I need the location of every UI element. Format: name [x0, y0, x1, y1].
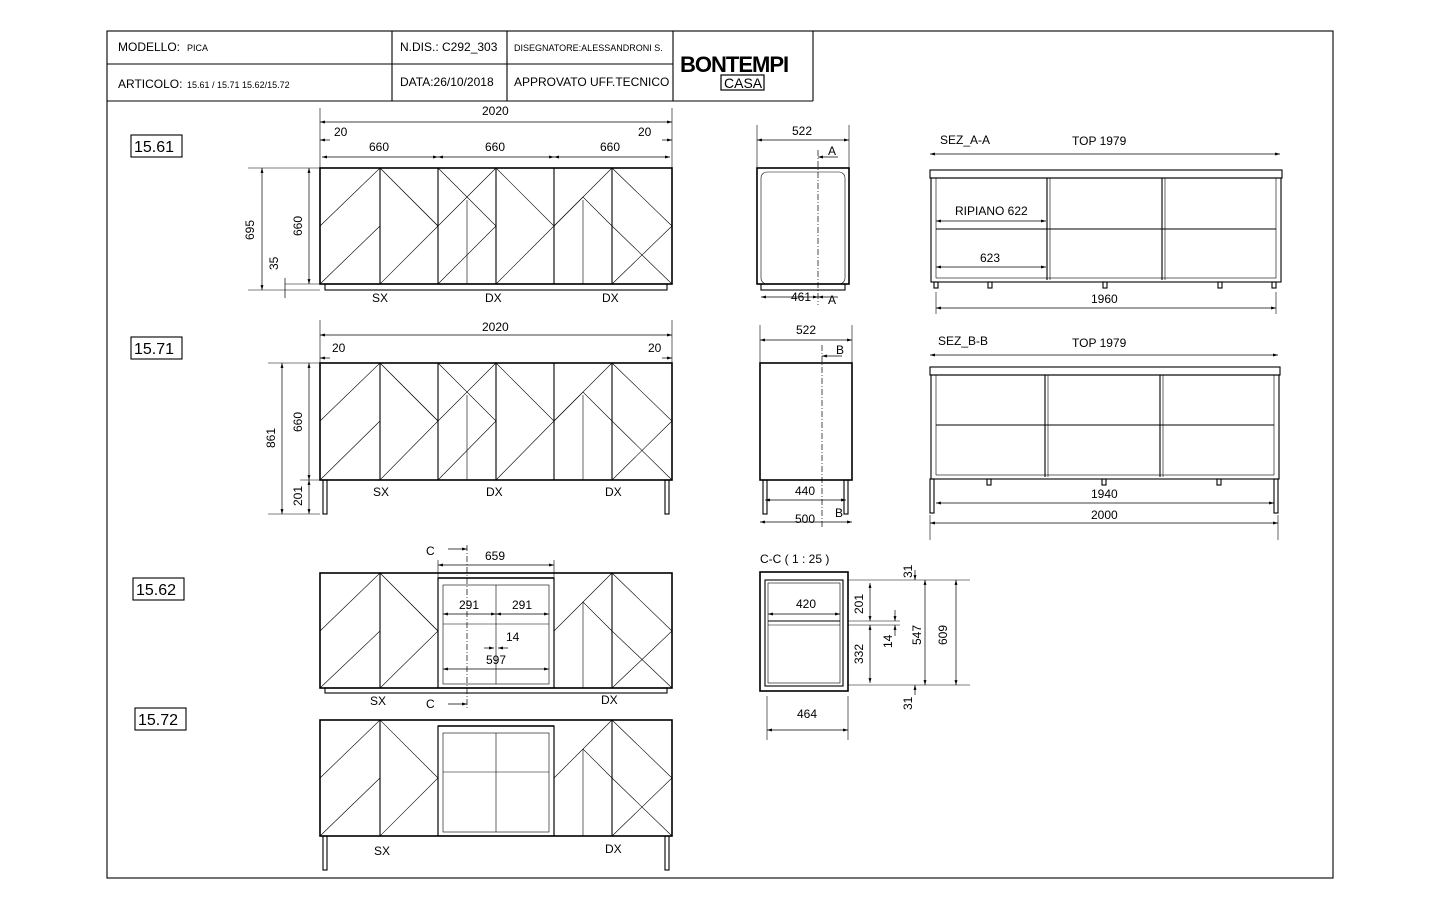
- front-view-1572: SX DX: [319, 719, 673, 871]
- dim-1562-inner: 597: [486, 653, 506, 667]
- dim-a-depth: 522: [792, 124, 812, 138]
- front-view-1561: 2020 20 20 660 660 660 695 660 35 SX DX …: [243, 104, 673, 305]
- dim-b-depth: 522: [796, 323, 816, 337]
- section-a-top: A: [828, 144, 836, 158]
- dim-cc-mid: 547: [910, 625, 924, 645]
- model-label-1571: 15.71: [134, 341, 174, 358]
- section-a-a-inner: 623: [980, 251, 1000, 265]
- dim-1561-door3: 660: [600, 140, 620, 154]
- section-a-a-shelf: RIPIANO 622: [955, 204, 1028, 218]
- label-1571-dx2: DX: [605, 485, 622, 499]
- side-view-b: 522 B 440 500 B: [759, 323, 853, 528]
- label-1562-sx: SX: [370, 694, 386, 708]
- dim-1571-body: 660: [291, 412, 305, 432]
- dim-1562-half1: 291: [459, 598, 479, 612]
- section-b-bottom: B: [835, 506, 843, 520]
- section-b-b-inner: 1940: [1091, 487, 1118, 501]
- dim-1571-right: 20: [648, 341, 662, 355]
- section-a-a-bottom: 1960: [1091, 292, 1118, 306]
- dim-1571-left: 20: [332, 341, 346, 355]
- articolo-value: 15.61 / 15.71 15.62/15.72: [187, 80, 290, 90]
- dim-cc-inner-width: 420: [796, 597, 816, 611]
- dim-1561-door2: 660: [485, 140, 505, 154]
- label-1562-dx: DX: [601, 693, 618, 707]
- dim-1561-body: 660: [291, 216, 305, 236]
- dim-1562-half2: 291: [512, 598, 532, 612]
- dim-b-base: 500: [795, 512, 815, 526]
- section-a-a: SEZ_A-A TOP 1979 RIPIANO 622 623 1960: [929, 133, 1283, 314]
- section-a-a-top: TOP 1979: [1072, 134, 1127, 148]
- title-block: MODELLO: PICA N.DIS.: C292_303 DISEGNATO…: [107, 31, 814, 102]
- label-1572-sx: SX: [374, 844, 390, 858]
- model-label-1572: 15.72: [138, 712, 178, 729]
- model-labels: 15.61 15.71 15.62 15.72: [130, 134, 187, 731]
- section-a-a-title: SEZ_A-A: [940, 133, 990, 147]
- dim-b-legs: 440: [795, 484, 815, 498]
- dim-cc-shelf: 14: [881, 634, 895, 648]
- dim-1571-total-width: 2020: [482, 320, 509, 334]
- dim-cc-lower: 332: [852, 644, 866, 664]
- dim-cc-total: 609: [936, 625, 950, 645]
- section-b-b: SEZ_B-B TOP 1979 1940 2000: [929, 334, 1281, 540]
- ndis-label: N.DIS.: C292_303: [400, 40, 498, 54]
- section-c-bottom: C: [426, 697, 435, 711]
- dim-cc-bottom-gap: 31: [901, 696, 915, 710]
- sheet-border: [106, 30, 1334, 879]
- section-c-c: C-C ( 1 : 25 ) 420 464 201 332 14 547 60…: [759, 552, 970, 740]
- side-view-a: 522 A 461 A: [756, 124, 850, 307]
- label-1571-dx1: DX: [486, 485, 503, 499]
- disegnatore-label: DISEGNATORE:ALESSANDRONI S.: [514, 43, 663, 53]
- front-view-1571: 2020 20 20 861 660 201 SX DX DX: [264, 320, 673, 515]
- articolo-label: ARTICOLO:: [118, 77, 182, 91]
- dim-cc-top-gap: 31: [901, 564, 915, 578]
- label-1561-dx1: DX: [485, 291, 502, 305]
- section-a-bottom: A: [828, 293, 836, 307]
- dim-1562-glass-width: 659: [485, 549, 505, 563]
- label-1561-dx2: DX: [602, 291, 619, 305]
- section-c-c-title: C-C ( 1 : 25 ): [760, 552, 829, 566]
- dim-1562-mid: 14: [506, 630, 520, 644]
- model-label-1561: 15.61: [134, 139, 174, 156]
- svg-text:CASA: CASA: [724, 75, 763, 91]
- data-label: DATA:26/10/2018: [400, 75, 494, 89]
- dim-1571-height: 861: [264, 428, 278, 448]
- front-view-1562: 659 291 291 14 597 C C SX DX: [319, 544, 673, 711]
- section-b-b-title: SEZ_B-B: [938, 334, 988, 348]
- dim-1561-door1: 660: [369, 140, 389, 154]
- dim-1561-right: 20: [638, 125, 652, 139]
- modello-value: PICA: [187, 43, 208, 53]
- label-1572-dx: DX: [605, 842, 622, 856]
- dim-1561-height: 695: [243, 220, 257, 240]
- dim-cc-outer-width: 464: [797, 707, 817, 721]
- label-1571-sx: SX: [373, 485, 389, 499]
- label-1561-sx: SX: [372, 291, 388, 305]
- section-b-b-bottom: 2000: [1091, 508, 1118, 522]
- svg-text:BONTEMPI: BONTEMPI: [680, 52, 788, 77]
- section-c-top: C: [426, 544, 435, 558]
- dim-a-inner: 461: [791, 290, 811, 304]
- dim-cc-upper: 201: [852, 594, 866, 614]
- dim-1561-total-width: 2020: [482, 104, 509, 118]
- dim-1561-left: 20: [334, 125, 348, 139]
- dim-1561-base: 35: [267, 256, 281, 270]
- section-b-b-top: TOP 1979: [1072, 336, 1127, 350]
- modello-label: MODELLO:: [118, 40, 180, 54]
- model-label-1562: 15.62: [136, 582, 176, 599]
- dim-1571-legs: 201: [291, 486, 305, 506]
- approvato-label: APPROVATO UFF.TECNICO: [514, 75, 669, 89]
- brand-logo: BONTEMPI CASA: [680, 52, 789, 91]
- section-b-top: B: [836, 343, 844, 357]
